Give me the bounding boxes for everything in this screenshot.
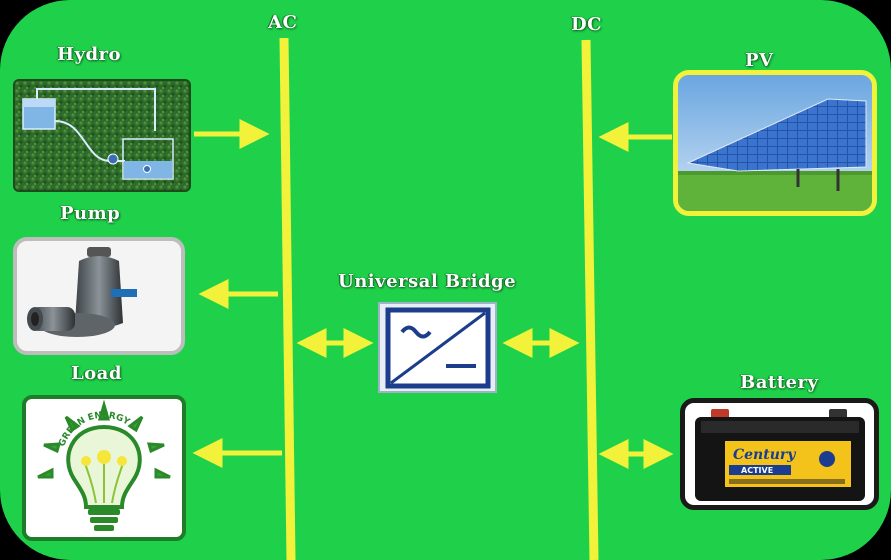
solar-panels-icon	[678, 75, 872, 211]
ac-bus-line	[279, 37, 296, 560]
battery-image: Century ACTIVE	[680, 398, 879, 510]
universal-bridge-box	[378, 302, 497, 393]
dc-bus-line	[581, 39, 599, 560]
hydro-label: Hydro	[57, 44, 122, 65]
battery-model-text: ACTIVE	[741, 466, 773, 475]
load-image: GREEN ENERGY	[22, 395, 186, 541]
battery-icon: Century ACTIVE	[695, 409, 865, 501]
pump-icon	[27, 247, 137, 337]
pump-image	[13, 237, 185, 355]
hydro-image	[13, 79, 191, 192]
pv-label: PV	[745, 50, 774, 71]
battery-brand-text: Century	[733, 447, 796, 463]
converter-icon	[385, 307, 491, 389]
load-label: Load	[71, 363, 122, 384]
ac-bus-label: AC	[268, 12, 298, 33]
green-energy-bulb-icon: GREEN ENERGY	[37, 399, 171, 531]
dc-bus-label: DC	[571, 14, 602, 35]
pump-label: Pump	[60, 203, 121, 224]
universal-bridge-label: Universal Bridge	[338, 271, 517, 292]
battery-label: Battery	[740, 372, 819, 393]
hydro-scheme-icon	[15, 81, 189, 190]
pv-image	[673, 70, 877, 216]
